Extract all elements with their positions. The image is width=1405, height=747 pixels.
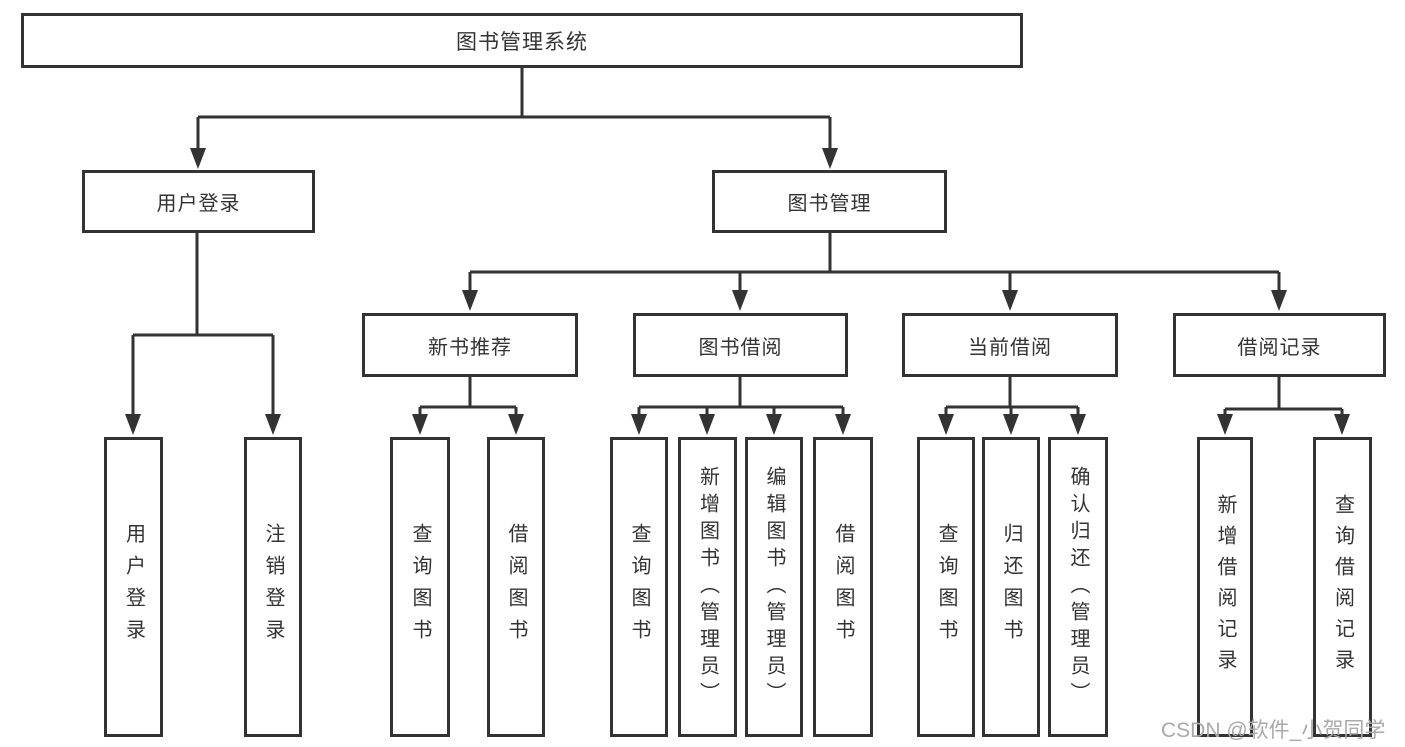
node-label: 归还图书 xyxy=(1000,523,1022,651)
leaf-query-borrow-record: 查询借阅记录 xyxy=(1313,437,1372,737)
arrowhead-book-management xyxy=(822,148,838,169)
leaf-query-book-borrow: 查询图书 xyxy=(610,437,668,737)
connector-root-to-level2 xyxy=(196,68,832,151)
leaf-query-book-recommend: 查询图书 xyxy=(390,437,450,737)
leaf-user-login: 用户登录 xyxy=(104,437,163,737)
leaf-borrow-book-recommend: 借阅图书 xyxy=(487,437,545,737)
connector-user-login-branch xyxy=(131,233,275,417)
node-label: 查询借阅记录 xyxy=(1331,494,1354,680)
connector-borrow-record-branch xyxy=(1223,377,1344,417)
leaf-query-book-current: 查询图书 xyxy=(917,437,975,737)
connector-new-book-branch xyxy=(418,377,518,417)
node-current-borrowing: 当前借阅 xyxy=(902,313,1118,377)
node-label: 借阅记录 xyxy=(1237,336,1322,359)
connector-book-management-branch xyxy=(468,233,1281,293)
node-label: 查询图书 xyxy=(628,523,650,651)
node-label: 查询图书 xyxy=(935,523,957,651)
node-label: 注销登录 xyxy=(262,523,284,651)
node-label: 用户登录 xyxy=(122,523,145,651)
connector-current-borrow-branch xyxy=(944,377,1080,417)
arrowhead-user-login xyxy=(190,148,206,169)
node-label: 新增图书（管理员） xyxy=(696,465,719,709)
leaf-borrow-book: 借阅图书 xyxy=(813,437,873,737)
node-label: 图书管理系统 xyxy=(456,30,588,54)
leaf-return-book: 归还图书 xyxy=(982,437,1040,737)
node-label: 查询图书 xyxy=(409,523,431,651)
node-label: 用户登录 xyxy=(156,193,241,215)
csdn-watermark: CSDN @软件_小贺同学 xyxy=(1161,719,1386,742)
leaf-confirm-return-admin: 确认归还（管理员） xyxy=(1048,437,1108,737)
connector-book-borrow-branch xyxy=(637,377,845,417)
node-label: 当前借阅 xyxy=(968,336,1052,359)
node-label: 新增借阅记录 xyxy=(1214,494,1236,680)
node-book-borrowing: 图书借阅 xyxy=(633,313,848,377)
node-user-login: 用户登录 xyxy=(82,170,315,233)
node-book-management: 图书管理 xyxy=(712,170,947,233)
node-label: 图书借阅 xyxy=(698,336,783,359)
node-label: 新书推荐 xyxy=(428,336,512,359)
node-label: 借阅图书 xyxy=(832,523,854,651)
leaf-add-book-admin: 新增图书（管理员） xyxy=(678,437,737,737)
node-label: 确认归还（管理员） xyxy=(1067,465,1089,709)
node-label: 借阅图书 xyxy=(505,523,527,651)
node-library-management-system: 图书管理系统 xyxy=(21,13,1023,68)
leaf-edit-book-admin: 编辑图书（管理员） xyxy=(745,437,803,737)
leaf-add-borrow-record: 新增借阅记录 xyxy=(1197,437,1253,737)
node-new-book-recommendation: 新书推荐 xyxy=(362,313,578,377)
leaf-logout: 注销登录 xyxy=(244,437,302,737)
node-label: 图书管理 xyxy=(787,193,872,215)
node-label: 编辑图书（管理员） xyxy=(763,465,785,709)
node-borrowing-records: 借阅记录 xyxy=(1173,313,1386,377)
